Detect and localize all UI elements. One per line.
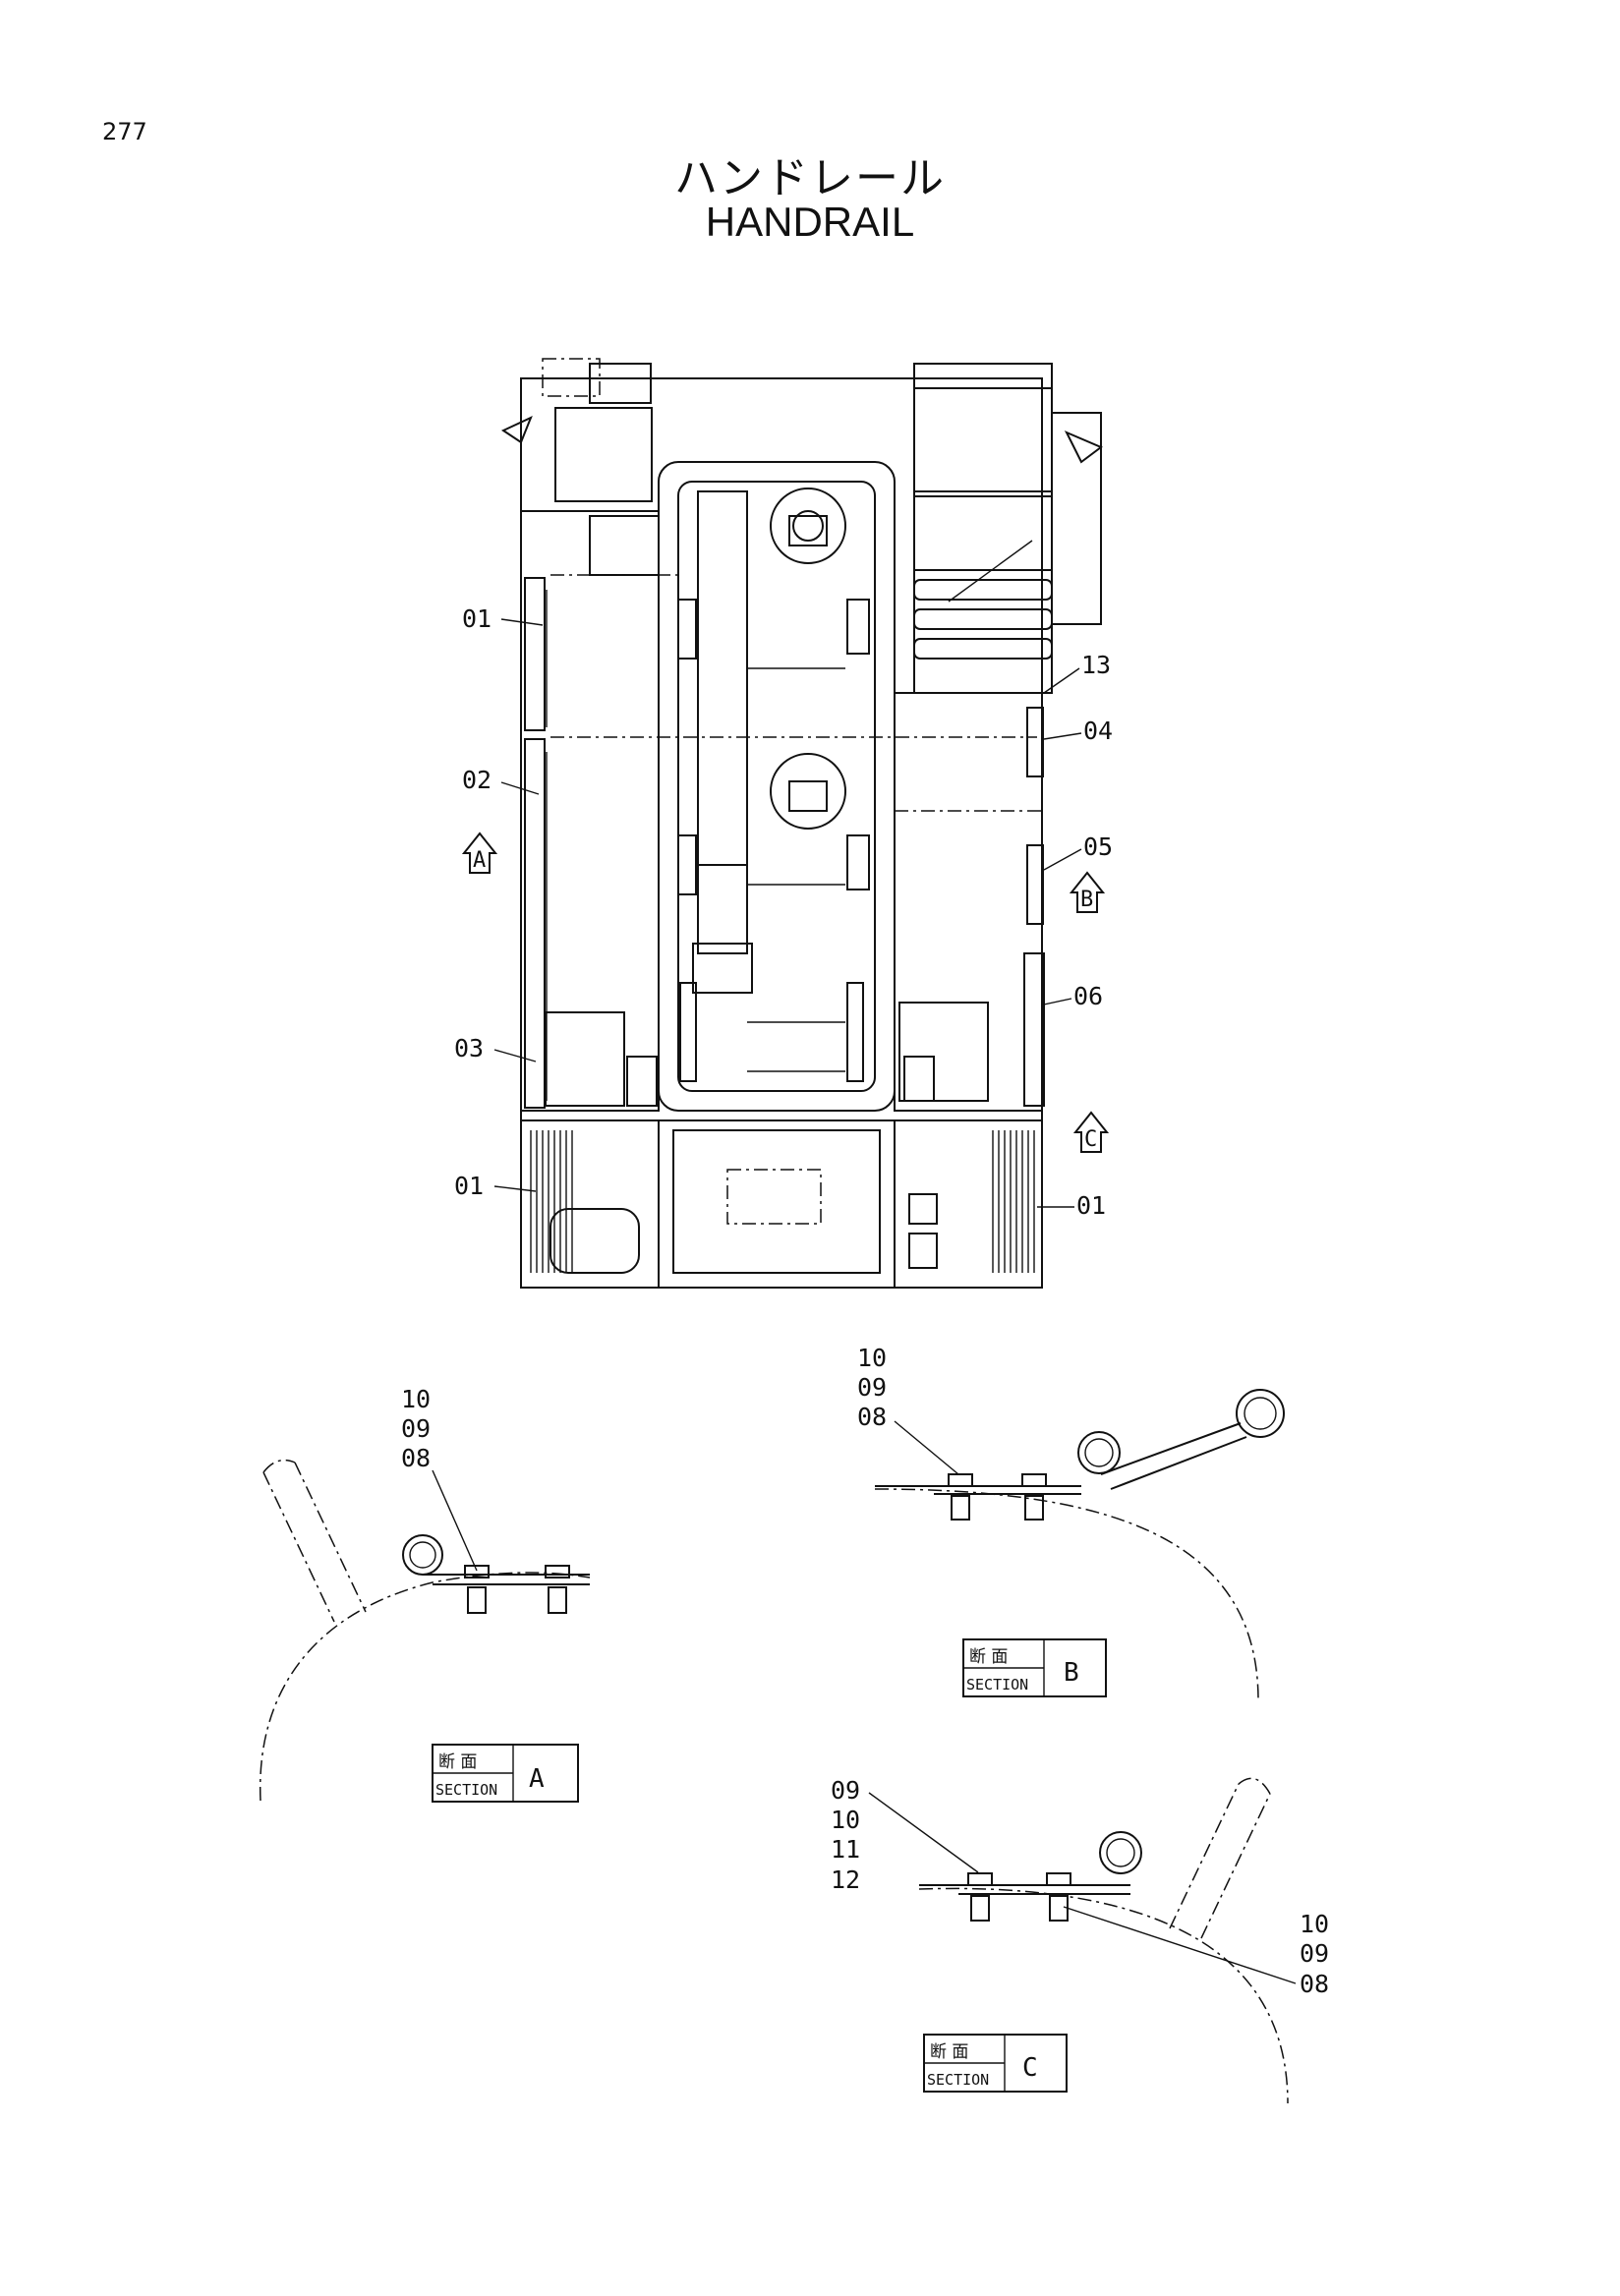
section-a-callout-08: 08 bbox=[401, 1444, 431, 1472]
section-c-detail: 09 10 11 12 10 09 08 断 面 SECTION C bbox=[831, 1776, 1329, 2104]
page-title-japanese: ハンドレール bbox=[674, 153, 946, 203]
section-c-callout-09-right: 09 bbox=[1300, 1939, 1329, 1968]
section-a-detail: 10 09 08 断 面 SECTION A bbox=[260, 1385, 591, 1803]
section-b-letter: B bbox=[1064, 1658, 1079, 1688]
view-arrow-c: C bbox=[1072, 1111, 1110, 1153]
section-b-detail: 10 09 08 断 面 SECTION B bbox=[857, 1344, 1285, 1701]
view-arrow-b: B bbox=[1069, 871, 1106, 913]
callout-04: 04 bbox=[1083, 717, 1113, 745]
section-a-label: SECTION bbox=[435, 1781, 497, 1799]
callout-06: 06 bbox=[1073, 982, 1103, 1010]
plan-view: 01 02 03 01 13 04 05 06 01 A B C bbox=[454, 358, 1113, 1289]
section-c-letter: C bbox=[1022, 2053, 1038, 2083]
page-title: HANDRAIL bbox=[705, 199, 915, 245]
section-c-callout-08-right: 08 bbox=[1300, 1970, 1329, 1998]
callout-01-upper-left: 01 bbox=[462, 604, 492, 633]
section-a-callout-09: 09 bbox=[401, 1414, 431, 1443]
section-b-callout-08: 08 bbox=[857, 1403, 887, 1431]
callout-02: 02 bbox=[462, 766, 492, 794]
radiator-grille-left bbox=[530, 1130, 573, 1273]
svg-text:C: C bbox=[1084, 1127, 1097, 1152]
svg-text:B: B bbox=[1080, 888, 1093, 912]
section-a-letter: A bbox=[529, 1764, 545, 1794]
section-c-label: SECTION bbox=[927, 2071, 989, 2089]
section-c-callout-09: 09 bbox=[831, 1776, 860, 1805]
view-arrow-a: A bbox=[461, 832, 498, 874]
section-c-callout-10: 10 bbox=[831, 1806, 860, 1834]
svg-text:A: A bbox=[473, 848, 486, 873]
callout-05: 05 bbox=[1083, 832, 1113, 861]
section-b-label: SECTION bbox=[966, 1676, 1028, 1693]
callout-01-lower-right: 01 bbox=[1076, 1191, 1106, 1220]
callout-01-lower-left: 01 bbox=[454, 1172, 484, 1200]
callout-03: 03 bbox=[454, 1034, 484, 1062]
section-a-jp: 断 面 bbox=[438, 1752, 477, 1772]
radiator-grille-right bbox=[992, 1130, 1035, 1273]
section-c-jp: 断 面 bbox=[930, 2042, 968, 2062]
section-c-callout-11: 11 bbox=[831, 1835, 860, 1864]
callout-13: 13 bbox=[1081, 651, 1111, 679]
section-b-callout-09: 09 bbox=[857, 1373, 887, 1402]
section-c-callout-10-right: 10 bbox=[1300, 1910, 1329, 1938]
page-number: 277 bbox=[102, 118, 147, 145]
section-b-jp: 断 面 bbox=[969, 1647, 1008, 1667]
section-a-callout-10: 10 bbox=[401, 1385, 431, 1413]
section-b-callout-10: 10 bbox=[857, 1344, 887, 1372]
section-c-callout-12: 12 bbox=[831, 1866, 860, 1894]
